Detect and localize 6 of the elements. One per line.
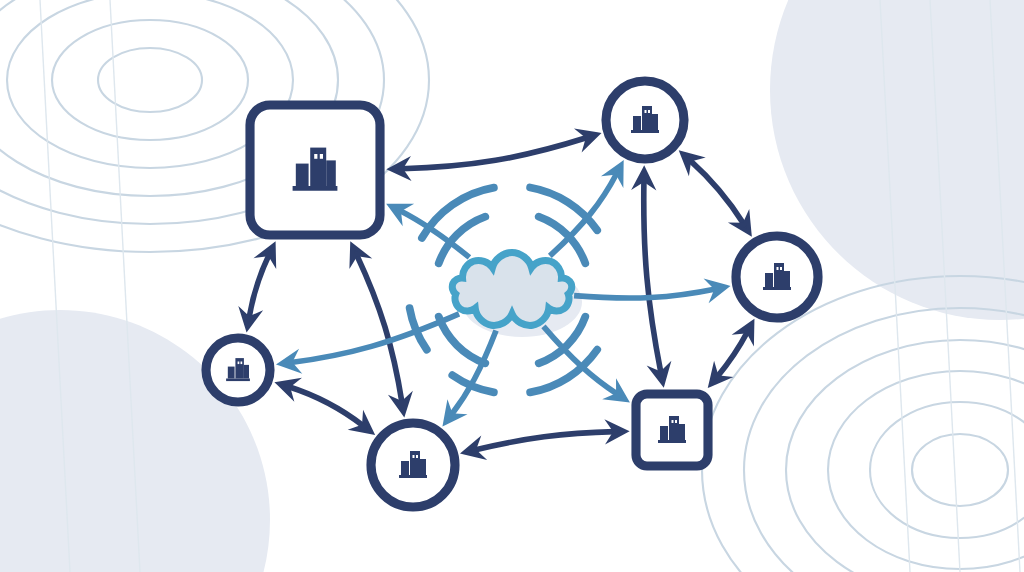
building-node <box>245 100 385 240</box>
building-node <box>201 333 275 407</box>
building-node <box>601 76 689 164</box>
building-node <box>366 418 460 512</box>
building-node <box>631 389 713 471</box>
cloud-node <box>448 248 582 337</box>
